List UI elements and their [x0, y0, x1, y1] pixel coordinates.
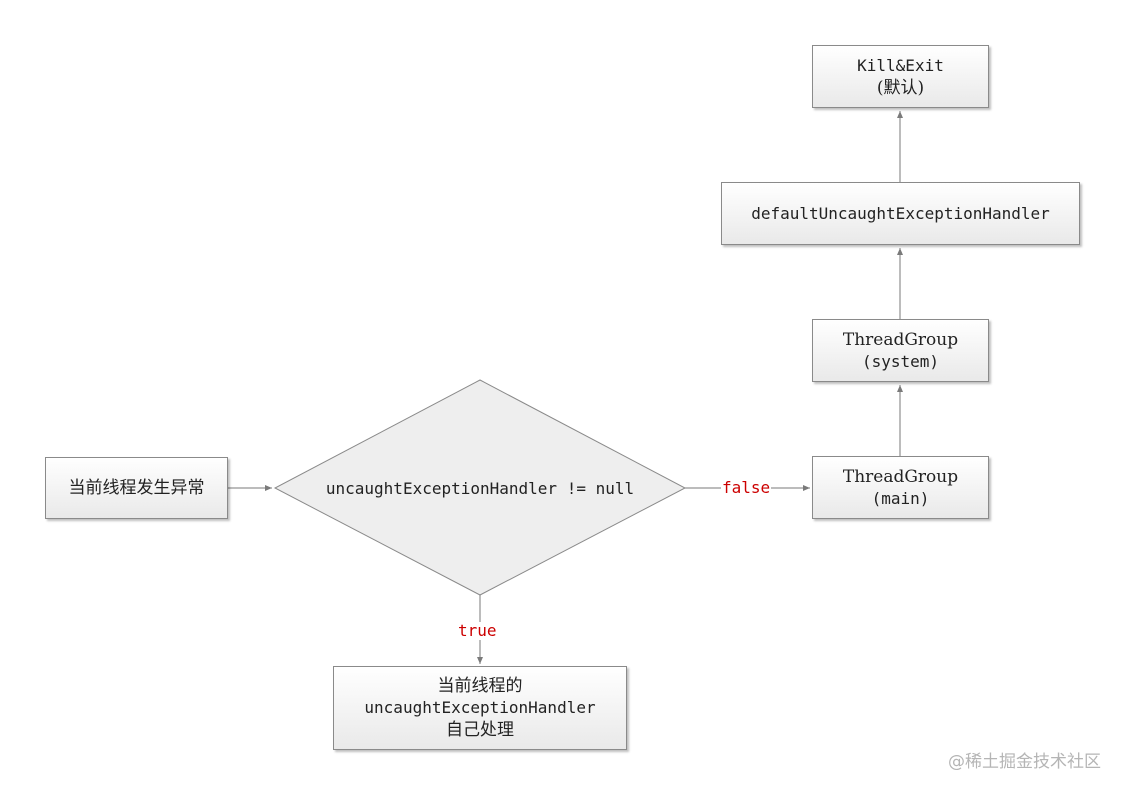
- default-handler-node: defaultUncaughtExceptionHandler: [721, 182, 1080, 245]
- threadgroup-main-line-1: ThreadGroup: [842, 466, 959, 487]
- kill-exit-line-2: (默认): [876, 77, 925, 98]
- edge-label-true: true: [457, 621, 498, 640]
- kill-exit-line-1: Kill&Exit: [857, 55, 944, 75]
- start-node: 当前线程发生异常: [45, 457, 228, 519]
- own-handler-node: 当前线程的 uncaughtExceptionHandler 自己处理: [333, 666, 627, 750]
- threadgroup-main-line-2: (main): [871, 488, 930, 508]
- default-handler-label: defaultUncaughtExceptionHandler: [751, 203, 1050, 223]
- edge-label-false: false: [721, 478, 772, 497]
- threadgroup-main-node: ThreadGroup (main): [812, 456, 989, 519]
- threadgroup-system-node: ThreadGroup (system): [812, 319, 989, 382]
- own-handler-line-1: 当前线程的: [437, 676, 523, 696]
- watermark: @稀土掘金技术社区: [948, 752, 1101, 772]
- start-node-label: 当前线程发生异常: [68, 478, 205, 498]
- threadgroup-system-line-1: ThreadGroup: [842, 329, 959, 350]
- own-handler-line-2: uncaughtExceptionHandler: [364, 698, 596, 717]
- decision-label: uncaughtExceptionHandler != null: [325, 479, 635, 498]
- threadgroup-system-line-2: (system): [861, 351, 940, 371]
- own-handler-line-3: 自己处理: [446, 720, 514, 740]
- kill-exit-node: Kill&Exit (默认): [812, 45, 989, 108]
